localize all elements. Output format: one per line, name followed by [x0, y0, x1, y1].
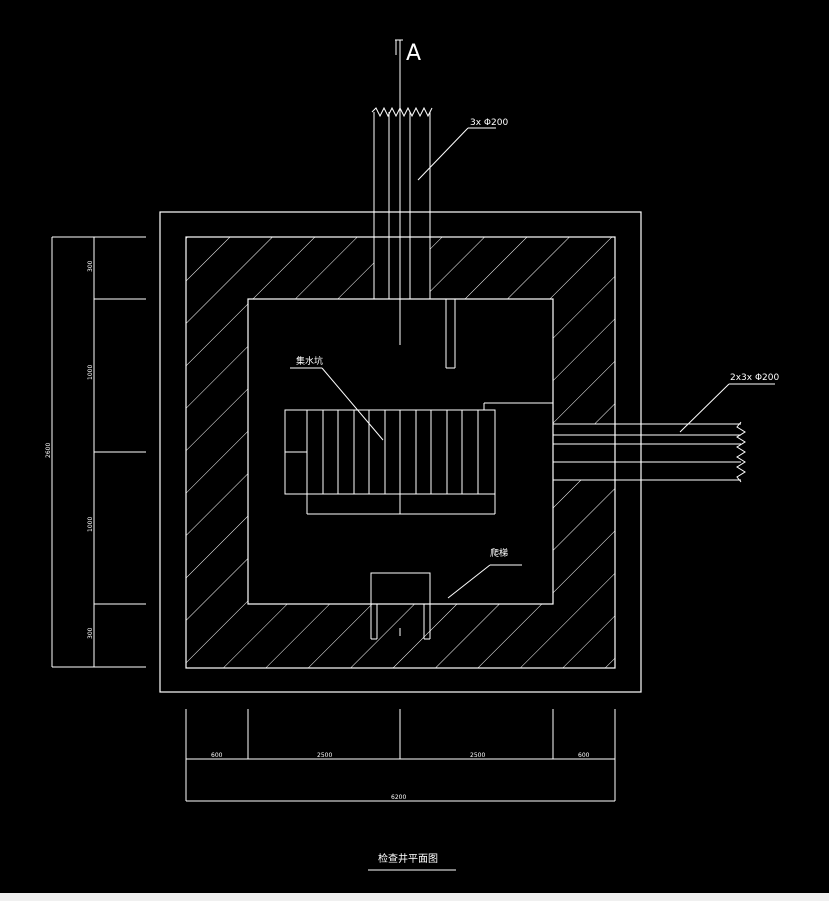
- left-dim-1: 300: [87, 260, 94, 272]
- top-pipe-label: 3x Φ200: [470, 118, 508, 128]
- bottom-dim-3: 2500: [470, 752, 485, 759]
- left-dim-total: 2600: [45, 443, 52, 458]
- bottom-dim-total: 6200: [391, 794, 406, 801]
- sump-label: 爬梯: [490, 547, 508, 559]
- bottom-dim-2: 2500: [317, 752, 332, 759]
- bottom-dim-4: 600: [578, 752, 590, 759]
- bottom-dimension-lines: [185, 709, 616, 802]
- drawing-title: 检查井平面图: [378, 852, 438, 865]
- steps-leader: [321, 367, 384, 441]
- right-pipe-leader: [679, 383, 730, 433]
- left-dim-4: 300: [87, 627, 94, 639]
- steps-block: [284, 409, 496, 515]
- left-dim-2: 1000: [87, 365, 94, 380]
- top-pipe-leader: [417, 127, 469, 181]
- section-marker-label: A: [406, 41, 421, 66]
- steps-label: 集水坑: [296, 355, 323, 367]
- left-dimension-lines: [51, 236, 146, 668]
- section-marker: A: [395, 39, 421, 66]
- sump: [370, 572, 431, 640]
- right-pipes: [483, 402, 746, 483]
- sump-leader: [447, 564, 491, 599]
- right-pipe-label: 2x3x Φ200: [730, 373, 780, 383]
- left-dim-3: 1000: [87, 517, 94, 532]
- top-pipes: [371, 40, 456, 369]
- bottom-bar: [0, 893, 829, 901]
- bottom-dim-1: 600: [211, 752, 223, 759]
